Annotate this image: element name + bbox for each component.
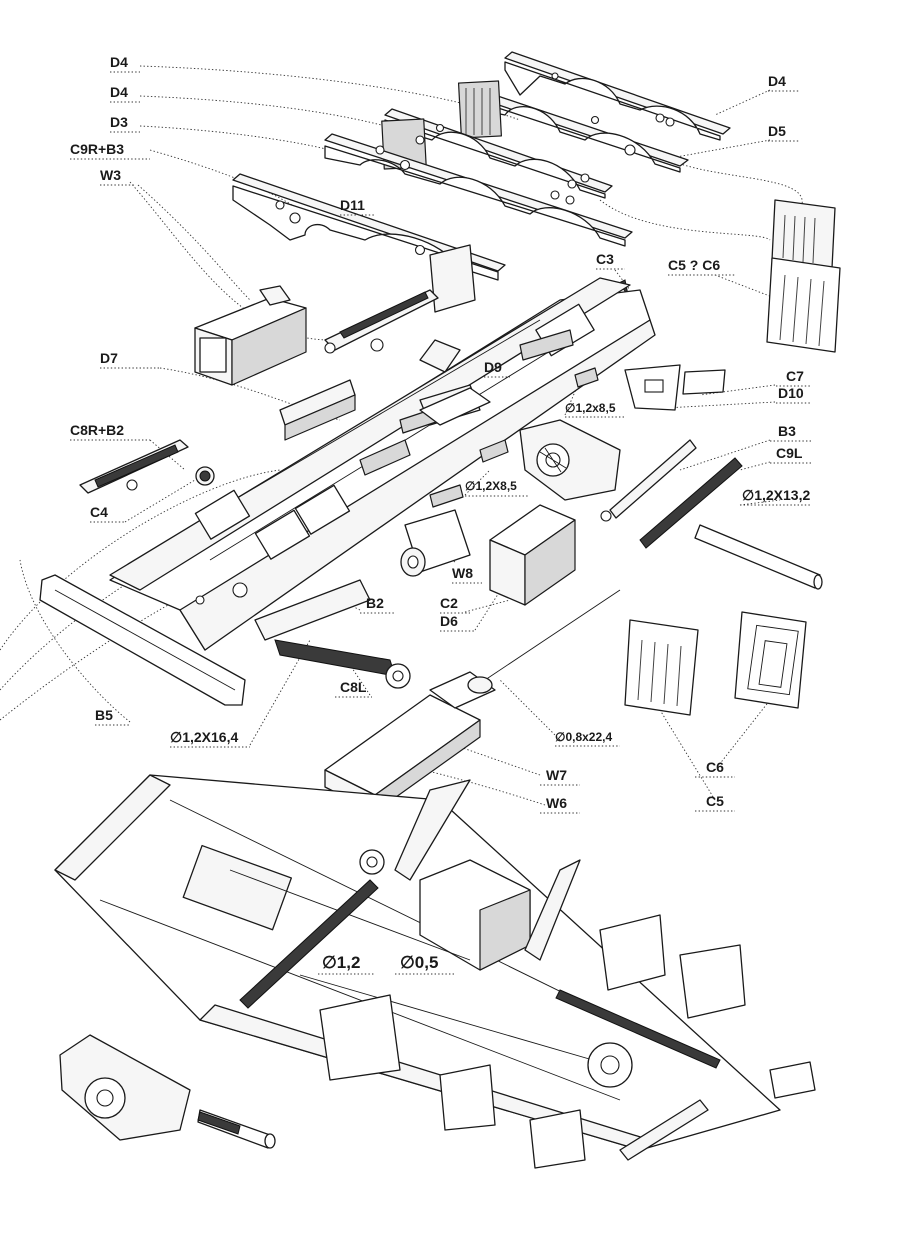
gearbox-w6-w7 [324,671,496,813]
label-c8l: C8L [340,679,367,695]
plate-d4-top [504,51,731,141]
bumper-b5 [39,574,246,706]
label-c2: C2 [440,595,458,611]
plate-d11 [232,173,506,313]
plate-d3 [324,133,633,247]
box-w3 [194,285,307,386]
label-w7: W7 [546,767,567,783]
label-c9l: C9L [776,445,803,461]
label-c6: C6 [706,759,724,775]
label-c7: C7 [786,368,804,384]
spring-c9l [600,439,743,549]
label-d4-b: D4 [110,84,128,100]
rod-0-8x22-4 [469,589,621,691]
label-d4-a: D4 [110,54,128,70]
mudflap-c6 [734,611,807,709]
label-c5: C5 [706,793,724,809]
label-w3: W3 [100,167,121,183]
label-rod-1-2x8-5-a: ∅1,2x8,5 [565,401,616,415]
label-d6: D6 [440,613,458,629]
label-d11: D11 [340,197,365,213]
part-d9 [419,387,491,426]
motor-w8 [400,509,471,577]
axle-b2 [254,579,411,689]
gear-c4 [195,466,215,486]
box-c2-d6 [489,504,576,606]
label-d5: D5 [768,123,786,139]
mudflap-c5-c6-upper [766,199,841,353]
label-rod-1-2x16-4: ∅1,2X16,4 [170,729,238,745]
label-rod-1-2x13-2: ∅1,2X13,2 [742,487,810,503]
label-rod-0-8x22-4: ∅0,8x22,4 [555,730,612,744]
mudflap-c5 [624,619,699,716]
label-c8r-b2: C8R+B2 [70,422,124,438]
label-b3: B3 [778,423,796,439]
part-d7 [279,379,356,441]
label-d9: D9 [484,359,502,375]
assembled-chassis-view [54,774,816,1169]
label-c4: C4 [90,504,108,520]
spring-c8r-b2 [79,439,189,494]
label-rod-1-2x8-5-b: ∅1,2X8,5 [465,479,517,493]
part-c7-d10 [624,364,726,411]
label-w6: W6 [546,795,567,811]
label-w8: W8 [452,565,473,581]
label-c9r-b3: C9R+B3 [70,141,124,157]
label-wire-1-2: ∅1,2 [322,953,360,972]
part-labels: D4 D4 D3 C9R+B3 W3 D4 D5 D11 C3 C5 ? C6 … [70,54,812,975]
spring-c9r-b3 [324,289,439,354]
label-c5-c6: C5 ? C6 [668,257,720,273]
axle-detail [59,1034,276,1149]
label-d7: D7 [100,350,118,366]
label-d3: D3 [110,114,128,130]
plate-d5 [457,80,689,173]
label-b2: B2 [366,595,384,611]
label-b5: B5 [95,707,113,723]
label-c3: C3 [596,251,614,267]
rod-1-2x13-2 [694,524,823,590]
label-d4-c: D4 [768,73,786,89]
axle-b3 [519,419,621,501]
label-d10: D10 [778,385,804,401]
label-wire-0-5: ∅0,5 [400,953,438,972]
